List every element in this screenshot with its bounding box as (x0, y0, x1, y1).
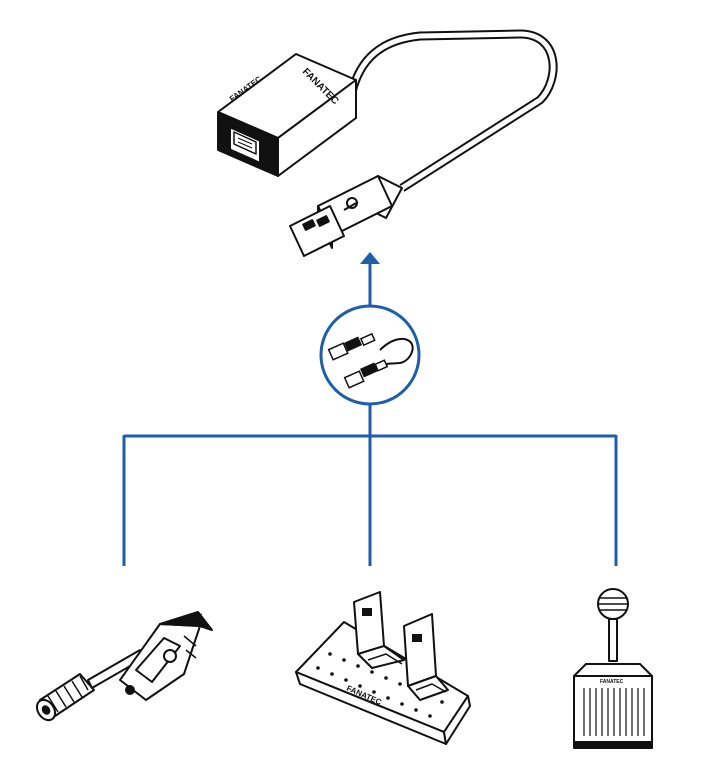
rj12-cable-icon (319, 304, 421, 406)
usb-plug (289, 175, 403, 257)
shifter-brand: FANATEC (600, 679, 624, 685)
handbrake-icon: FANATEC (35, 611, 213, 722)
shifter-icon: FANATEC (573, 588, 653, 749)
connector-lines (122, 264, 618, 566)
usb-adapter: FANATEC FANATEC (217, 29, 558, 257)
pedals-icon: FANATEC (295, 591, 471, 745)
up-arrow-icon (360, 252, 380, 264)
